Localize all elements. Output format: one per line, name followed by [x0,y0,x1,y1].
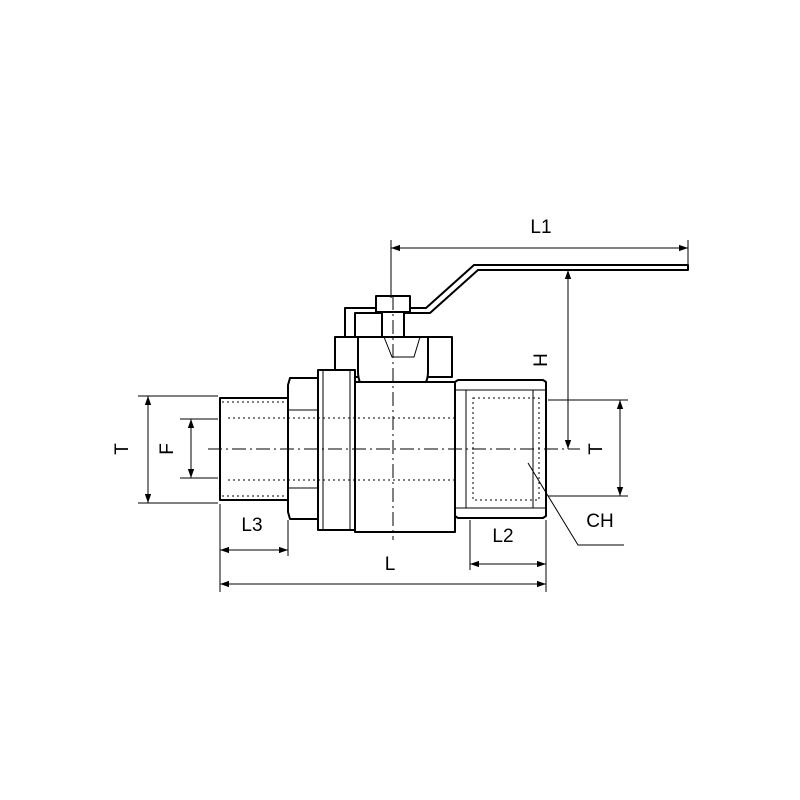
main-body [354,381,456,533]
label-H: H [531,353,552,367]
male-thread-end [219,397,291,501]
label-T-right: T [586,443,607,455]
label-CH: CH [586,511,613,532]
label-T-left: T [112,443,133,455]
dimensions [138,240,689,592]
leader-CH [527,462,624,546]
stem-gland [383,336,421,358]
label-L2: L2 [492,526,513,547]
labels: L1 H T F T CH L3 L2 L [112,217,614,575]
label-F: F [157,443,178,455]
label-L: L [385,554,396,575]
valve-body [208,264,689,540]
label-L1: L1 [530,217,551,238]
union-flange [317,369,356,531]
label-L3: L3 [241,515,262,536]
